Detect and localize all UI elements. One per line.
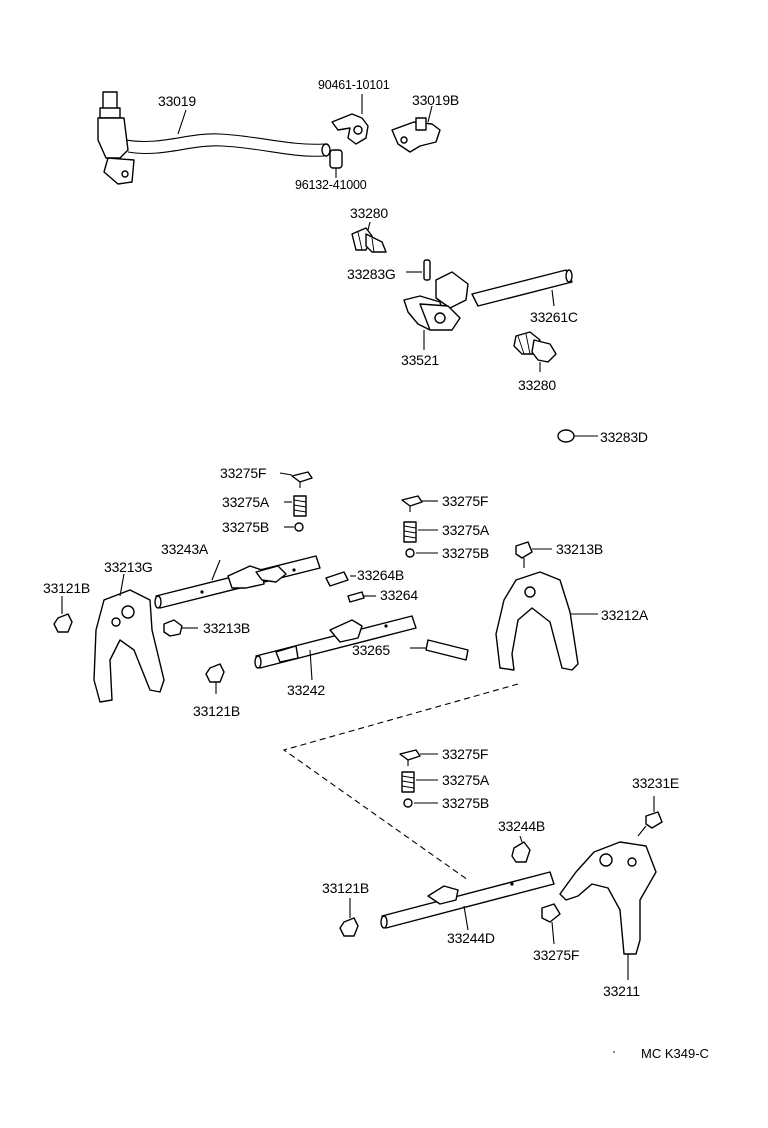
label-33242: 33242: [287, 682, 325, 698]
label-33275b-b: 33275B: [442, 545, 490, 561]
label-33521: 33521: [401, 352, 439, 368]
nut-33121b-mid-drawing: [205, 663, 225, 694]
label-33283g: 33283G: [347, 266, 396, 282]
label-33121b-left: 33121B: [43, 580, 91, 596]
label-33275b-c: 33275B: [442, 795, 490, 811]
label-33264b: 33264B: [357, 567, 405, 583]
label-33121b-low: 33121B: [322, 880, 370, 896]
cable-33019-drawing: [97, 91, 331, 185]
fork-33212a-drawing: [495, 571, 598, 671]
bolt-33275f-low-drawing: [541, 903, 561, 945]
label-33280-bottom: 33280: [518, 377, 556, 393]
label-33121b-mid: 33121B: [193, 703, 241, 719]
detent-group-c-drawing: [399, 749, 438, 808]
label-33275b-a: 33275B: [222, 519, 270, 535]
label-33244d: 33244D: [447, 930, 495, 946]
shift-head-33521-drawing: [403, 271, 469, 350]
nut-33283d-drawing: [557, 429, 598, 443]
print-speck: [613, 1051, 615, 1053]
fork-33211-drawing: [559, 841, 657, 980]
label-33211: 33211: [603, 983, 640, 999]
detent-group-a-drawing: [279, 471, 313, 532]
label-33231e: 33231E: [632, 775, 680, 791]
shaft-33242-drawing: [254, 615, 417, 681]
routing-dashed-line: [282, 683, 519, 881]
label-96132-41000: 96132-41000: [295, 178, 367, 192]
label-33261c: 33261C: [530, 309, 578, 325]
label-33283d: 33283D: [600, 429, 648, 445]
clip-96132-41000-drawing: [329, 149, 343, 178]
label-33280-top: 33280: [350, 205, 388, 221]
label-33275f-d: 33275F: [533, 947, 580, 963]
clamp-90461-10101-drawing: [331, 94, 369, 145]
fork-33213g-drawing: [93, 573, 165, 703]
label-33275f-a: 33275F: [220, 465, 267, 481]
nut-33121b-left-drawing: [53, 596, 73, 633]
label-33275a-b: 33275A: [442, 522, 490, 538]
shaft-33244d-drawing: [380, 871, 555, 931]
label-33275f-c: 33275F: [442, 746, 489, 762]
pin-33283g-drawing: [406, 259, 431, 281]
reference-code: MC K349-C: [641, 1046, 709, 1061]
bracket-33019b-drawing: [391, 105, 441, 153]
label-33264: 33264: [380, 587, 418, 603]
label-33275a-c: 33275A: [442, 772, 490, 788]
bolt-33213b-left-drawing: [163, 619, 198, 637]
leader-33019: [177, 109, 187, 135]
nut-33244b-drawing: [511, 835, 531, 863]
label-33213g: 33213G: [104, 559, 153, 575]
bolt-33213b-right-drawing: [515, 541, 552, 568]
shaft-33261c-drawing: [471, 269, 573, 307]
pin-33264-drawing: [347, 591, 376, 603]
nut-33121b-low-drawing: [339, 898, 359, 937]
label-33213b-left: 33213B: [203, 620, 251, 636]
plunger-33280-top-drawing: [351, 221, 387, 253]
shaft-33243a-drawing: [154, 555, 321, 609]
label-33243a: 33243A: [161, 541, 209, 557]
label-90461-10101: 90461-10101: [318, 78, 390, 92]
plunger-33280-bottom-drawing: [513, 331, 557, 372]
label-33244b: 33244B: [498, 818, 546, 834]
label-33019b: 33019B: [412, 92, 460, 108]
label-33212a: 33212A: [601, 607, 649, 623]
label-33275a-a: 33275A: [222, 494, 270, 510]
label-33019: 33019: [158, 93, 196, 109]
pin-33264b-drawing: [325, 571, 356, 587]
detent-group-b-drawing: [401, 495, 438, 558]
label-33265: 33265: [352, 642, 390, 658]
pin-33265-drawing: [410, 639, 469, 661]
bolt-33231e-drawing: [637, 796, 663, 837]
label-33213b-right: 33213B: [556, 541, 604, 557]
label-33275f-b: 33275F: [442, 493, 489, 509]
